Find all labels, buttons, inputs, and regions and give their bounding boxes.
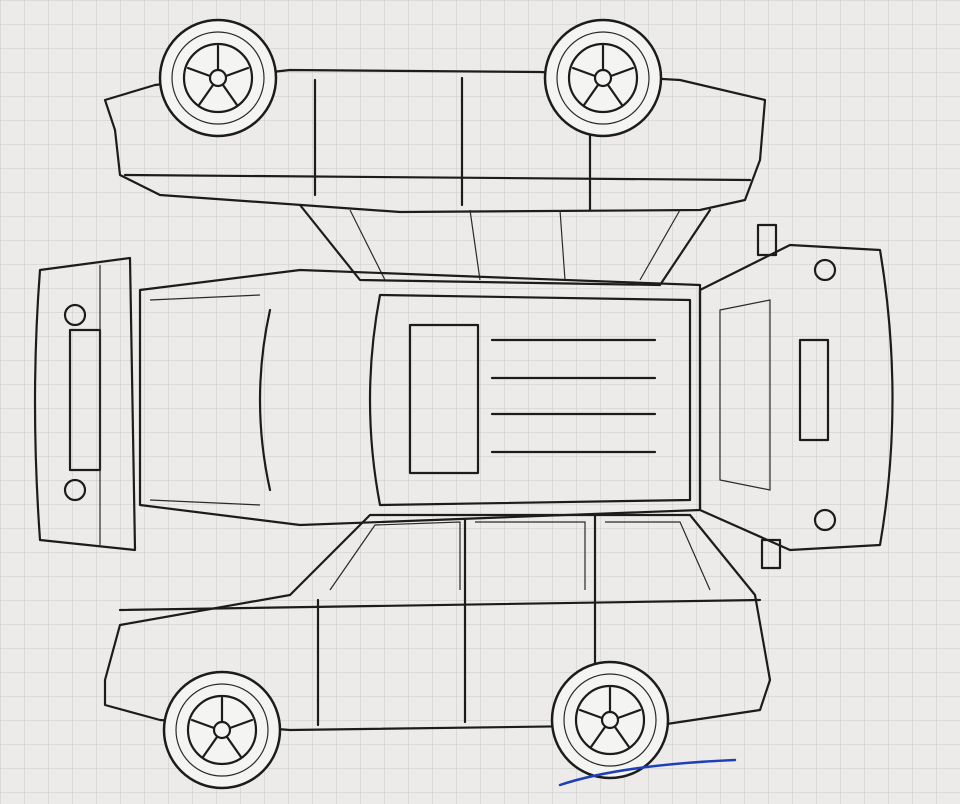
front-view (33, 256, 137, 552)
blue-pen-mark (558, 758, 737, 787)
side-view-inverted (103, 18, 767, 287)
rear-view (698, 223, 894, 570)
side-view (103, 513, 772, 790)
